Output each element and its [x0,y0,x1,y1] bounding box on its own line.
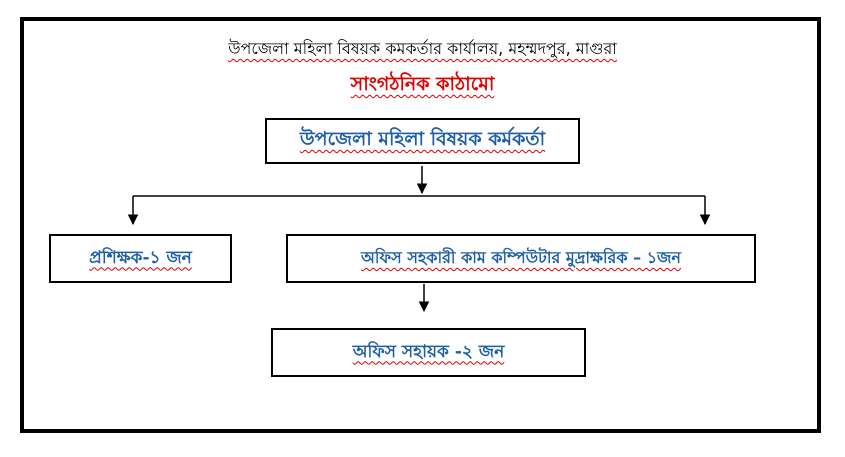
node-trainer-label: প্রশিক্ষক-১ জন [89,247,192,268]
node-office-helper: অফিস সহায়ক -২ জন [271,328,586,377]
node-office-assistant-label: অফিস সহকারী কাম কম্পিউটার মুদ্রাক্ষরিক –… [361,248,681,267]
office-name-text: উপজেলা মহিলা বিষয়ক কমকর্তার কার্যালয়, … [228,39,617,58]
chart-title-text: সাংগঠনিক কাঠামো [350,73,495,95]
node-head-label: উপজেলা মহিলা বিষয়ক কর্মকর্তা [299,128,546,150]
node-trainer: প্রশিক্ষক-১ জন [49,234,232,283]
node-head: উপজেলা মহিলা বিষয়ক কর্মকর্তা [265,118,580,164]
chart-title: সাংগঠনিক কাঠামো [0,70,845,102]
node-office-helper-label: অফিস সহায়ক -২ জন [352,341,505,362]
office-name: উপজেলা মহিলা বিষয়ক কমকর্তার কার্যালয়, … [0,36,845,63]
diagram-frame [20,17,821,433]
node-office-assistant: অফিস সহকারী কাম কম্পিউটার মুদ্রাক্ষরিক –… [286,234,756,283]
